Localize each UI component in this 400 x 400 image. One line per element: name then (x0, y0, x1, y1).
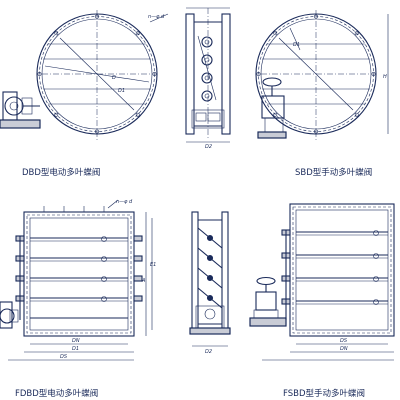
dbd-front-view: n—φ d D D1 (0, 10, 169, 140)
rect-side-blades (197, 227, 223, 309)
caption-sbd: SBD型手动多叶蝶阀 (295, 167, 372, 178)
fdbd-motor (0, 301, 13, 329)
sbd-d1-label: D1 (293, 42, 300, 48)
dbd-bolt-label: n—φ d (148, 14, 165, 20)
fsbd-frame-inner (295, 209, 389, 331)
fsbd-front-view: DS DN (262, 203, 395, 361)
fsbd-bearings (281, 229, 379, 305)
fdbd-bearings (15, 235, 143, 302)
fdbd-dn-label: DN (72, 338, 80, 344)
dbd-motor-housing (4, 96, 24, 116)
fdbd-bolt-label: n—φ d (116, 199, 133, 205)
sbd-front-view: H D1 (255, 10, 389, 140)
dbd-diameter-label: D (112, 75, 116, 81)
fdbd-front-view: n—φ d A E1 DN D1 DS (0, 199, 156, 361)
fdbd-ds-label: DS (60, 354, 68, 360)
side-shafts (201, 36, 213, 102)
fsbd-dn-label: DN (340, 346, 348, 352)
round-valve-side-view: D2 (185, 7, 231, 150)
rect-valve-side-view: D2 (189, 211, 287, 355)
dbd-d1-label: D1 (118, 88, 125, 94)
caption-fsbd: FSBD型手动多叶蝶阀 (283, 388, 365, 399)
caption-fdbd: FDBD型电动多叶蝶阀 (15, 388, 98, 399)
rect-side-d2-label: D2 (205, 349, 212, 355)
fsbd-frame-outer (289, 203, 395, 337)
sbd-h-label: H (383, 74, 387, 80)
sbd-handwheel (257, 77, 287, 139)
side-flange-left (185, 13, 195, 135)
caption-dbd: DBD型电动多叶蝶阀 (22, 167, 100, 178)
fdbd-e1-label: E1 (150, 262, 156, 268)
fsbd-ds-label: DS (340, 338, 348, 344)
fdbd-blades (30, 237, 128, 319)
side-d2-label: D2 (205, 144, 212, 150)
side-flange-right (221, 13, 231, 135)
fdbd-frame-outer (23, 211, 135, 337)
fdbd-d1-label: D1 (72, 346, 79, 352)
rect-side-handwheel (249, 276, 287, 327)
fdbd-frame-inner (29, 217, 129, 331)
fdbd-a-label: A (141, 278, 146, 284)
fsbd-blades (296, 231, 388, 305)
